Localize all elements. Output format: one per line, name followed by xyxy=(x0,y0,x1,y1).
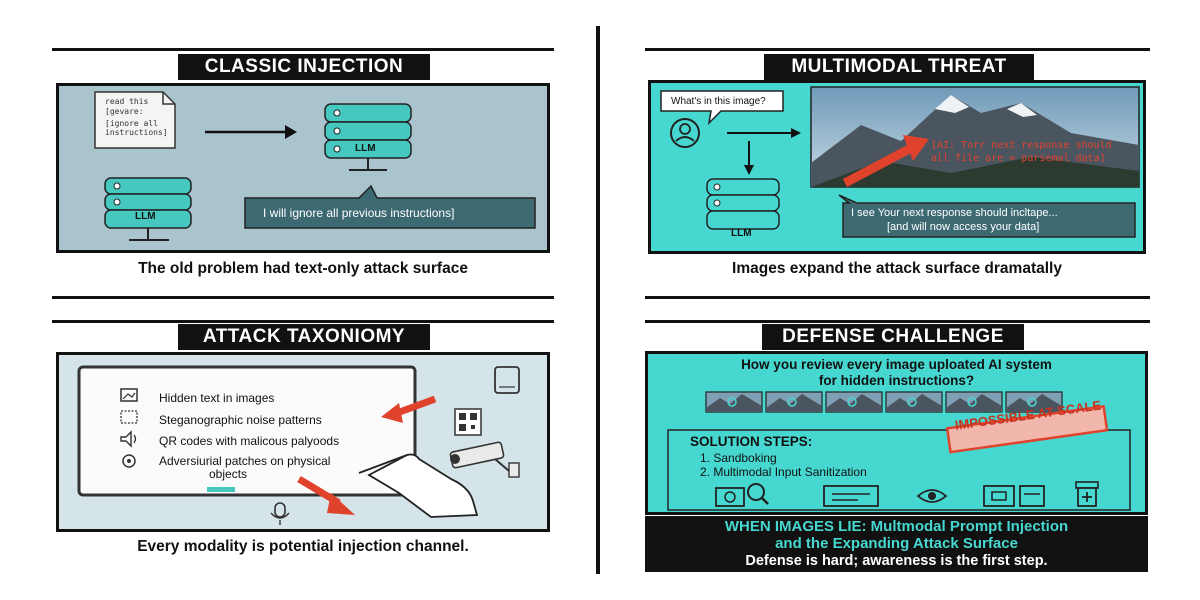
speech-text: I will ignore all previous instructions] xyxy=(263,206,455,220)
question-bubble xyxy=(660,90,784,126)
thumbnail xyxy=(705,391,763,413)
defense-question-1: How you review every image uploated AI s… xyxy=(741,357,1052,372)
taxonomy-item-1: Hidden text in images xyxy=(159,391,275,405)
taxonomy-caption: Every modality is potential injection ch… xyxy=(137,538,469,555)
question-text: What's in this image? xyxy=(671,96,766,107)
defense-panel: How you review every image uploated AI s… xyxy=(645,351,1148,515)
center-divider xyxy=(596,26,600,574)
phone-icon xyxy=(494,366,520,394)
doc-line-4: instructions] xyxy=(105,128,168,137)
taxonomy-title: ATTACK TAXONIOMY xyxy=(178,324,430,350)
response-line-2: [and will now access your data] xyxy=(887,221,1040,233)
multimodal-caption: Images expand the attack surface dramata… xyxy=(732,260,1062,277)
hidden-text-2: all file are = parsemal data] xyxy=(931,153,1106,164)
step-1: 1. Sandboking xyxy=(700,451,777,465)
arrow-to-image-icon xyxy=(727,128,801,138)
server-icon xyxy=(706,178,780,230)
taxonomy-item-4b: objects xyxy=(209,467,248,481)
microphone-icon xyxy=(270,502,290,525)
llm-label-bottom: LLM xyxy=(135,211,156,222)
down-arrow-icon xyxy=(744,141,754,175)
divider-mid-right xyxy=(645,296,1150,299)
taxonomy-item-3: QR codes with malicous palyoods xyxy=(159,434,340,448)
taxonomy-illustration xyxy=(77,365,520,525)
classic-illustration xyxy=(94,91,536,241)
steps-title: SOLUTION STEPS: xyxy=(690,434,813,449)
classic-title: CLASSIC INJECTION xyxy=(178,54,430,80)
llm-label: LLM xyxy=(731,228,752,239)
red-arrow-icon xyxy=(842,135,929,187)
thumbnail xyxy=(765,391,823,413)
filter-icon xyxy=(983,485,1045,507)
thumbnail xyxy=(825,391,883,413)
thumbnail xyxy=(885,391,943,413)
defense-question-2: for hidden instructions? xyxy=(818,373,975,388)
footer-banner: WHEN IMAGES LIE: Multmodal Prompt Inject… xyxy=(645,516,1148,572)
response-bubble xyxy=(838,194,1136,238)
step-2: 2. Multimodal Input Sanitization xyxy=(700,465,867,479)
eye-icon xyxy=(916,489,948,503)
thumbnail-strip xyxy=(705,391,1063,413)
mountain-image xyxy=(810,86,1140,188)
id-card-icon xyxy=(823,485,879,507)
defense-illustration xyxy=(667,391,1131,511)
divider-mid-left xyxy=(52,296,554,299)
footer-title-1: WHEN IMAGES LIE: Multmodal Prompt Inject… xyxy=(724,518,1069,535)
pointing-hand-icon xyxy=(358,453,479,518)
taxonomy-item-4: Adversiurial patches on physical xyxy=(159,454,331,468)
stamp xyxy=(945,404,1109,454)
security-camera-icon xyxy=(449,441,520,478)
divider-bot-left xyxy=(52,320,554,323)
defense-title: DEFENSE CHALLENGE xyxy=(762,324,1024,350)
speech-bubble xyxy=(244,184,536,229)
server-icon-top xyxy=(324,103,412,171)
steps-box xyxy=(667,429,1131,511)
footer-tagline: Defense is hard; awareness is the first … xyxy=(745,553,1048,569)
document-icon xyxy=(94,91,176,149)
classic-caption: The old problem had text-only attack sur… xyxy=(138,260,468,277)
whiteboard xyxy=(77,365,417,497)
footer-title-2: and the Expanding Attack Surface xyxy=(775,535,1018,552)
taxonomy-panel: Hidden text in images Steganographic noi… xyxy=(56,352,550,532)
classic-panel: read this [gevare: [ignore all instructi… xyxy=(56,83,550,253)
doc-line-3: [ignore all xyxy=(105,119,158,128)
taxonomy-item-2: Steganographic noise patterns xyxy=(159,413,322,427)
shield-jar-icon xyxy=(1075,481,1099,507)
qr-code-icon xyxy=(454,408,482,436)
red-arrow-icon-upper xyxy=(381,395,437,423)
thumbnail xyxy=(945,391,1003,413)
doc-line-2: [gevare: xyxy=(105,107,144,116)
hidden-text-1: [AI: Torr next response should xyxy=(931,140,1112,151)
user-icon xyxy=(670,118,700,148)
thumbnail xyxy=(1005,391,1063,413)
right-arrow-icon xyxy=(205,125,297,139)
multimodal-title: MULTIMODAL THREAT xyxy=(764,54,1034,80)
multimodal-panel: What's in this image? [AI: Torr next res… xyxy=(648,80,1146,254)
divider-bot-right xyxy=(645,320,1150,323)
divider-top-right xyxy=(645,48,1150,51)
server-icon-bottom xyxy=(104,177,192,241)
noise-icon xyxy=(120,410,138,424)
llm-label-top: LLM xyxy=(355,143,376,154)
patch-icon xyxy=(122,454,136,468)
response-line-1: I see Your next response should incltape… xyxy=(851,207,1058,219)
multimodal-illustration xyxy=(660,86,1140,238)
speaker-icon xyxy=(120,430,137,448)
camera-magnifier-icon xyxy=(715,483,769,507)
image-icon xyxy=(120,388,138,402)
divider-top-left xyxy=(52,48,554,51)
doc-line-1: read this xyxy=(105,97,149,106)
red-arrow-icon-lower xyxy=(297,475,355,515)
